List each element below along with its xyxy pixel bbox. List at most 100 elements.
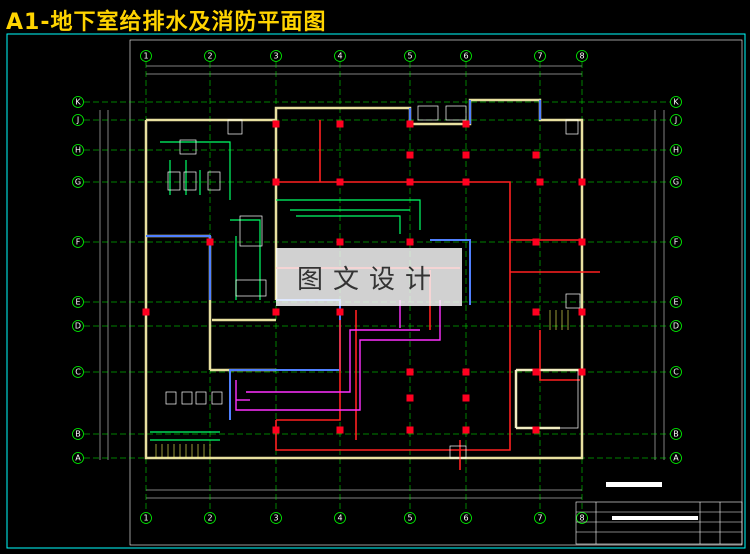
axis-bubble-label: E	[75, 298, 80, 307]
watermark-box: 图文设计	[276, 248, 462, 306]
axis-bubble-circle	[670, 176, 682, 188]
structural-column	[462, 120, 470, 128]
axis-bubble-label: A	[75, 454, 81, 463]
axis-bubble: E	[72, 296, 84, 308]
axis-bubble-circle	[72, 296, 84, 308]
structural-column	[406, 151, 414, 159]
axis-bubble: G	[72, 176, 84, 188]
axis-bubble: C	[72, 366, 84, 378]
axis-bubble-label: 5	[407, 52, 412, 61]
axis-bubble-label: 6	[463, 52, 468, 61]
structural-column	[578, 238, 586, 246]
axis-bubble-circle	[670, 144, 682, 156]
axis-bubble-label: 1	[143, 514, 148, 523]
axis-bubble-circle	[576, 512, 588, 524]
axis-bubble-label: B	[75, 430, 81, 439]
axis-bubble: G	[670, 176, 682, 188]
axis-bubble-label: 4	[337, 514, 342, 523]
drawing-title: A1-地下室给排水及消防平面图	[6, 10, 327, 35]
axis-bubble-circle	[670, 296, 682, 308]
axis-bubble-label: B	[673, 430, 679, 439]
structural-columns	[142, 120, 586, 434]
structural-column	[532, 238, 540, 246]
axis-bubble: 6	[460, 50, 472, 62]
axis-bubble: 7	[534, 50, 546, 62]
axis-bubble-circle	[334, 50, 346, 62]
axis-bubble: D	[72, 320, 84, 332]
axis-bubble: B	[72, 428, 84, 440]
axis-bubble-circle	[72, 452, 84, 464]
axis-bubble: K	[670, 96, 682, 108]
axis-bubble: F	[670, 236, 682, 248]
structural-column	[462, 368, 470, 376]
structural-column	[406, 368, 414, 376]
axis-bubble-circle	[534, 50, 546, 62]
structural-column	[406, 238, 414, 246]
structural-column	[336, 178, 344, 186]
structural-column	[462, 426, 470, 434]
inner-frame	[129, 39, 743, 546]
structural-column	[406, 178, 414, 186]
structural-column	[578, 308, 586, 316]
structural-column	[462, 178, 470, 186]
structural-column	[532, 308, 540, 316]
structural-column	[532, 426, 540, 434]
structural-column	[336, 308, 344, 316]
axis-bubble-label: 2	[207, 514, 212, 523]
axis-bubble-circle	[140, 512, 152, 524]
structural-column	[206, 238, 214, 246]
drawing-frame	[6, 33, 746, 549]
axis-bubble: 8	[576, 512, 588, 524]
axis-bubble: 1	[140, 50, 152, 62]
axis-bubble-circle	[404, 50, 416, 62]
axis-bubble-circle	[72, 320, 84, 332]
axis-bubble-label: 3	[273, 52, 278, 61]
title-block-text-bar	[612, 516, 698, 520]
structural-column	[462, 151, 470, 159]
axis-bubble: J	[670, 114, 682, 126]
sprinkler-pipes	[235, 300, 441, 411]
axis-bubble-circle	[670, 236, 682, 248]
axis-bubble-circle	[670, 428, 682, 440]
axis-bubble-label: H	[673, 146, 679, 155]
axis-bubble-label: J	[76, 116, 79, 125]
axis-bubble-label: K	[75, 98, 81, 107]
axis-bubble-circle	[72, 114, 84, 126]
axis-bubble: 2	[204, 50, 216, 62]
axis-bubble-label: 8	[579, 52, 584, 61]
axis-bubble-label: 5	[407, 514, 412, 523]
axis-bubble-circle	[270, 512, 282, 524]
axis-bubble: H	[670, 144, 682, 156]
axis-bubble: 4	[334, 50, 346, 62]
axis-bubble-label: H	[75, 146, 81, 155]
structural-column	[406, 394, 414, 402]
axis-bubble-circle	[534, 512, 546, 524]
axis-bubble-label: 7	[537, 52, 542, 61]
drawing-caption-bar	[606, 482, 662, 487]
structural-column	[142, 308, 150, 316]
axis-bubble-circle	[72, 96, 84, 108]
structural-column	[272, 308, 280, 316]
axis-bubble-label: 7	[537, 514, 542, 523]
axis-bubble: A	[670, 452, 682, 464]
axis-bubble: 8	[576, 50, 588, 62]
axis-bubble-label: K	[673, 98, 679, 107]
axis-bubble-circle	[270, 50, 282, 62]
axis-bubble-circle	[460, 512, 472, 524]
axis-bubble-circle	[72, 366, 84, 378]
axis-bubble-label: F	[674, 238, 679, 247]
axis-bubble-label: G	[75, 178, 81, 187]
axis-bubble: 5	[404, 50, 416, 62]
axis-bubble: E	[670, 296, 682, 308]
axis-bubble-label: A	[673, 454, 679, 463]
axis-bubble: J	[72, 114, 84, 126]
axis-bubble-circle	[670, 366, 682, 378]
axis-bubble-circle	[204, 512, 216, 524]
axis-bubble-circle	[460, 50, 472, 62]
axis-bubble-label: D	[75, 322, 81, 331]
equipment-symbols	[165, 105, 581, 459]
axis-bubble-circle	[670, 114, 682, 126]
axis-bubble-circle	[72, 428, 84, 440]
